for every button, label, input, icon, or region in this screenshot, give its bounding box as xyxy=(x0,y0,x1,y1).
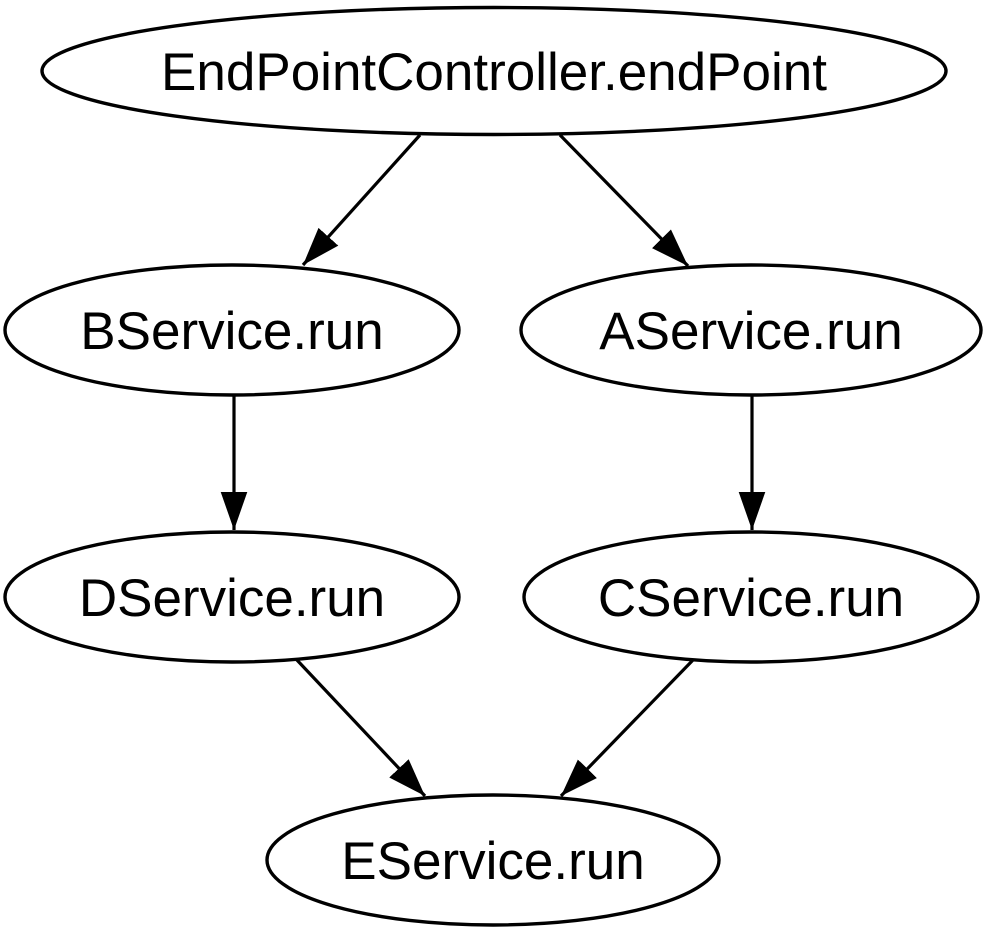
node-dservice: DService.run xyxy=(3,530,461,664)
edge-endpoint-to-aservice xyxy=(558,133,690,268)
node-bservice-ellipse xyxy=(3,263,461,397)
node-aservice-label: AService.run xyxy=(599,302,902,361)
node-eservice-ellipse xyxy=(265,793,721,927)
node-aservice-ellipse xyxy=(519,263,983,397)
node-bservice: BService.run xyxy=(3,263,461,397)
node-cservice: CService.run xyxy=(522,530,980,664)
node-endpointcontroller: EndPointController.endPoint xyxy=(40,5,948,137)
node-bservice-label: BService.run xyxy=(80,302,383,361)
node-endpointcontroller-label: EndPointController.endPoint xyxy=(161,43,827,102)
node-endpointcontroller-ellipse xyxy=(40,5,948,137)
node-cservice-label: CService.run xyxy=(598,569,904,628)
edge-endpoint-to-bservice xyxy=(301,133,422,267)
node-dservice-label: DService.run xyxy=(79,569,385,628)
edge-cservice-to-eservice xyxy=(559,658,695,798)
node-dservice-ellipse xyxy=(3,530,461,664)
edge-dservice-to-eservice xyxy=(294,657,427,798)
node-cservice-ellipse xyxy=(522,530,980,664)
node-aservice: AService.run xyxy=(519,263,983,397)
edges-layer xyxy=(220,133,766,798)
node-eservice-label: EService.run xyxy=(341,832,644,891)
node-eservice: EService.run xyxy=(265,793,721,927)
